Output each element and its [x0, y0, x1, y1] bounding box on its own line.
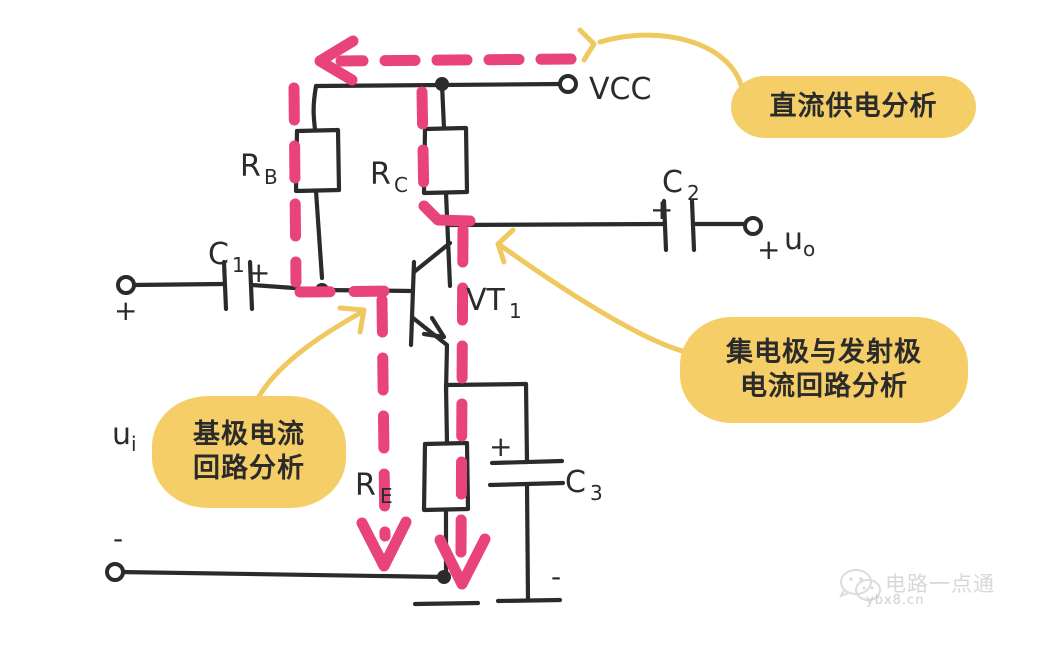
pink-path-supply	[314, 35, 577, 86]
svg-text:C: C	[208, 237, 229, 272]
capacitor-c3	[487, 381, 566, 604]
annotation-dc-supply: 直流供电分析	[731, 76, 976, 138]
label-ui: u i	[112, 417, 137, 456]
svg-text:R: R	[355, 468, 376, 503]
transistor-vt1	[319, 240, 453, 395]
label-rb: R B	[240, 149, 278, 189]
polarity-c3-minus: -	[551, 560, 561, 593]
svg-text:VT: VT	[466, 283, 506, 318]
svg-text:1: 1	[232, 253, 245, 277]
label-vt1: VT 1	[466, 283, 522, 323]
annotation-base-current: 基极电流 回路分析	[152, 396, 346, 508]
svg-text:B: B	[264, 165, 278, 189]
svg-text:R: R	[240, 149, 261, 184]
yellow-arrow-collector	[495, 227, 689, 355]
svg-text:o: o	[803, 237, 815, 261]
polarity-uo-plus: +	[757, 233, 780, 266]
svg-text:VCC: VCC	[589, 72, 651, 107]
label-rc: R C	[370, 157, 408, 197]
polarity-c3-plus: +	[489, 430, 512, 463]
svg-text:E: E	[380, 484, 393, 508]
svg-text:3: 3	[590, 481, 603, 505]
polarity-c2-plus: +	[650, 193, 673, 226]
svg-text:2: 2	[687, 181, 700, 205]
polarity-input-plus: +	[114, 294, 137, 327]
svg-text:u: u	[784, 222, 803, 257]
annotation-base-current-line2: 回路分析	[193, 453, 305, 484]
collector-node-wire	[447, 221, 667, 228]
polarity-input-minus: -	[113, 522, 123, 555]
label-vcc: VCC	[589, 72, 651, 107]
yellow-arrow-base	[255, 305, 367, 401]
watermark-text: 电路一点通	[885, 572, 995, 596]
annotation-collector-emitter: 集电极与发射极 电流回路分析	[680, 317, 968, 423]
resistor-rb	[293, 127, 342, 281]
pink-path-base-loop	[288, 82, 412, 572]
capacitor-c2	[661, 198, 763, 253]
svg-text:u: u	[112, 417, 131, 452]
emitter-branch	[443, 381, 529, 446]
pink-path-collector-emitter	[416, 86, 491, 590]
label-re: R E	[355, 468, 393, 508]
svg-text:C: C	[394, 173, 408, 197]
annotation-collector-emitter-line1: 集电极与发射极	[726, 337, 922, 369]
yellow-arrow-dc	[577, 27, 745, 91]
wechat-icon	[838, 569, 881, 601]
ground-rail	[105, 562, 481, 607]
label-c2: C 2	[662, 165, 700, 205]
svg-text:C: C	[662, 165, 683, 200]
label-c1: C 1	[208, 237, 245, 277]
annotation-base-current-line1: 基极电流	[193, 419, 305, 451]
svg-text:R: R	[370, 157, 391, 192]
label-c3: C 3	[565, 465, 603, 505]
polarity-c1-plus: +	[247, 256, 270, 289]
annotation-dc-supply-text: 直流供电分析	[769, 91, 938, 123]
svg-text:C: C	[565, 465, 586, 500]
svg-text:1: 1	[509, 299, 522, 323]
svg-text:i: i	[131, 432, 137, 456]
watermark-url: ybx8.cn	[866, 593, 925, 608]
label-uo: u o	[784, 222, 815, 261]
annotation-collector-emitter-line2: 电流回路分析	[740, 371, 908, 402]
